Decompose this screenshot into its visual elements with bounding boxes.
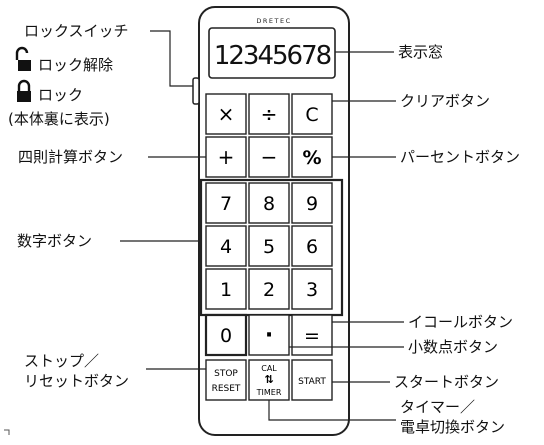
label-clear: クリアボタン: [400, 92, 491, 110]
minus-button[interactable]: [248, 136, 290, 178]
clear-label: C: [305, 104, 318, 126]
digit-8-button[interactable]: [248, 182, 290, 224]
timer-label: TIMER: [256, 388, 282, 397]
multiply-label: ×: [218, 102, 235, 126]
label-lock: ロック: [38, 86, 84, 104]
decimal-label: ·: [265, 323, 273, 348]
decimal-button[interactable]: [248, 314, 290, 356]
digit-3-label: 3: [306, 279, 318, 301]
plus-label: +: [218, 145, 235, 169]
digit-7-button[interactable]: [205, 182, 247, 224]
lock-switch[interactable]: [192, 77, 200, 105]
label-equals: イコールボタン: [408, 313, 514, 331]
label-four-ops: 四則計算ボタン: [18, 148, 124, 166]
label-digits: 数字ボタン: [17, 232, 93, 250]
label-percent: パーセントボタン: [400, 148, 521, 166]
stop-reset-button[interactable]: [205, 359, 247, 401]
reset-label: RESET: [212, 384, 241, 394]
digit-2-button[interactable]: [248, 268, 290, 310]
label-start: スタートボタン: [394, 373, 500, 391]
digit-0-label: 0: [220, 325, 232, 347]
multiply-button[interactable]: [205, 93, 247, 135]
start-label: START: [298, 377, 326, 387]
digit-1-label: 1: [220, 279, 232, 301]
cal-timer-button[interactable]: [248, 359, 290, 401]
brand-logo: DRETEC: [256, 17, 291, 25]
digit-5-button[interactable]: [248, 225, 290, 267]
digit-6-button[interactable]: [291, 225, 333, 267]
label-stop-reset-2: リセットボタン: [24, 372, 130, 390]
unlock-icon: [15, 46, 31, 71]
equals-label: =: [304, 325, 320, 347]
label-timer-1: タイマー／: [400, 398, 476, 416]
label-lock-switch: ロックスイッチ: [24, 22, 129, 40]
corner-mark: [4, 429, 10, 435]
label-stop-reset-1: ストップ／: [24, 352, 100, 370]
digit-4-button[interactable]: [205, 225, 247, 267]
digit-6-label: 6: [306, 236, 318, 258]
percent-label: %: [302, 147, 321, 169]
digit-9-label: 9: [306, 193, 318, 215]
clear-button[interactable]: [291, 93, 333, 135]
minus-label: −: [261, 145, 278, 169]
label-timer-2: 電卓切換ボタン: [400, 418, 506, 436]
leader-timer: [268, 400, 396, 421]
digit-1-button[interactable]: [205, 268, 247, 310]
digit-9-button[interactable]: [291, 182, 333, 224]
divide-label: ÷: [261, 102, 278, 126]
stop-label: STOP: [214, 369, 238, 379]
label-unlock: ロック解除: [38, 56, 114, 74]
digit-8-label: 8: [263, 193, 275, 215]
equals-button[interactable]: [291, 314, 333, 356]
percent-button[interactable]: [291, 136, 333, 178]
digit-0-button[interactable]: [204, 313, 248, 357]
label-decimal: 小数点ボタン: [408, 338, 499, 356]
label-display: 表示窓: [398, 43, 444, 61]
divide-button[interactable]: [248, 93, 290, 135]
leader-lock-switch: [150, 30, 193, 87]
display-digits: 12345678: [214, 41, 331, 71]
label-lock-note: (本体裏に表示): [8, 110, 110, 128]
digit-5-label: 5: [263, 236, 275, 258]
display-window: [208, 27, 336, 79]
cal-label: CAL: [261, 364, 277, 373]
cal-timer-arrows-icon: ⇅: [264, 373, 273, 386]
start-button[interactable]: [291, 359, 333, 401]
digit-7-label: 7: [220, 193, 232, 215]
lock-icon: [17, 79, 31, 102]
digit-3-button[interactable]: [291, 268, 333, 310]
digit-4-label: 4: [220, 236, 232, 258]
digit-2-label: 2: [263, 279, 275, 301]
